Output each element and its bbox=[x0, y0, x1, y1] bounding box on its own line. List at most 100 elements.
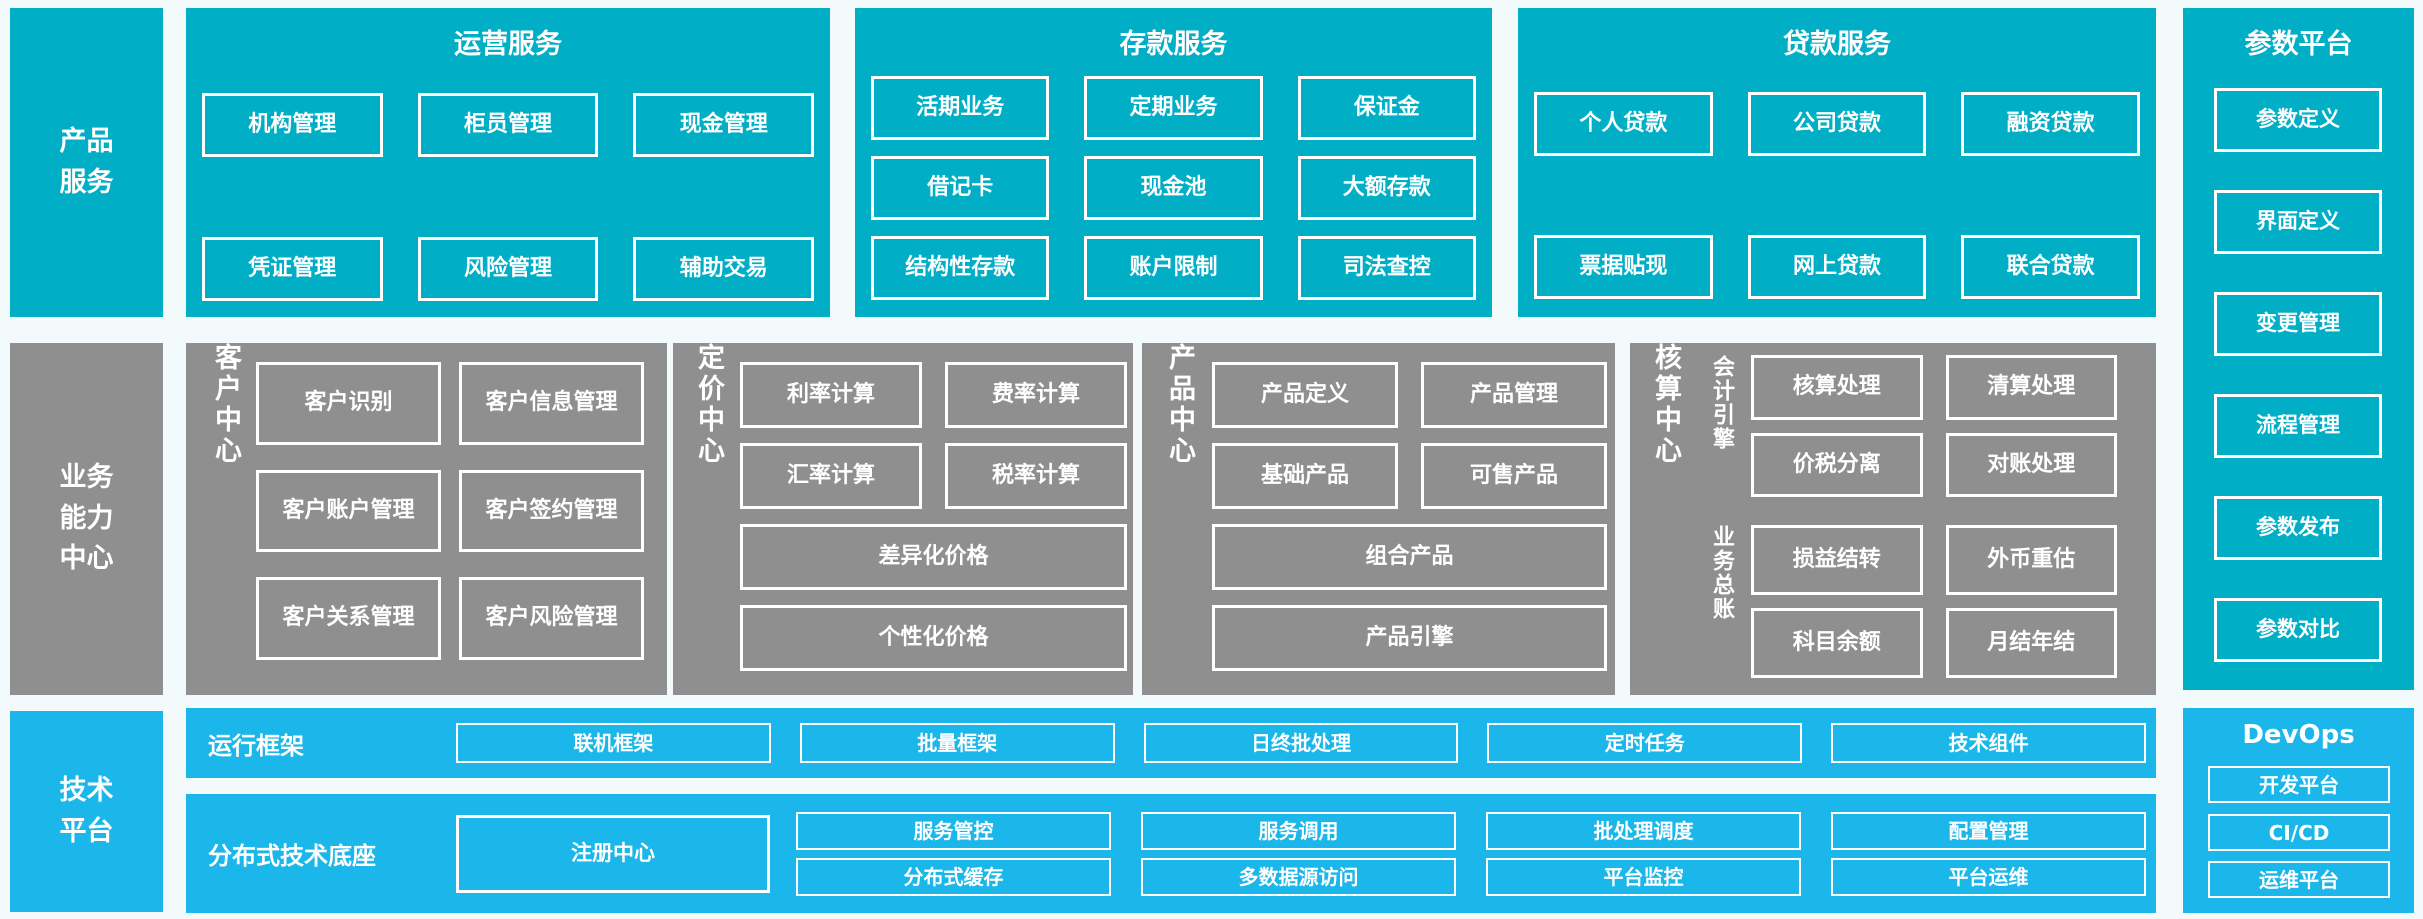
module-box: 差异化价格 bbox=[740, 524, 1127, 590]
module-box: 技术组件 bbox=[1831, 723, 2146, 763]
module-box: 客户账户管理 bbox=[256, 469, 441, 553]
module-box: 产品定义 bbox=[1212, 362, 1398, 428]
module-box: 定时任务 bbox=[1487, 723, 1803, 763]
center-label: 定价中心 bbox=[693, 343, 724, 467]
grid: 核算处理 清算处理 价税分离 对账处理 bbox=[1751, 355, 2117, 497]
module-box: 批量框架 bbox=[799, 723, 1115, 763]
module-box: 费率计算 bbox=[945, 362, 1127, 428]
module-box: 日终批处理 bbox=[1143, 723, 1459, 763]
module-box: 可售产品 bbox=[1421, 443, 1607, 509]
row: 个人贷款 公司贷款 融资贷款 bbox=[1534, 92, 2140, 156]
section-title: 贷款服务 bbox=[1783, 29, 1891, 60]
section-title: 运营服务 bbox=[454, 29, 562, 60]
accounting-group-ledger: 业务总账 损益结转 外币重估 科目余额 月结年结 bbox=[1705, 525, 2117, 678]
row: 票据贴现 网上贷款 联合贷款 bbox=[1534, 235, 2140, 299]
module-box: 借记卡 bbox=[871, 156, 1050, 220]
module-box: 基础产品 bbox=[1212, 443, 1398, 509]
module-box: 个人贷款 bbox=[1534, 92, 1713, 156]
module-box: 税率计算 bbox=[945, 443, 1127, 509]
section-title: 参数平台 bbox=[2244, 29, 2353, 60]
module-box: 融资贷款 bbox=[1961, 92, 2140, 156]
module-box: 现金池 bbox=[1084, 156, 1263, 220]
sidebar-label: 业务 能力 中心 bbox=[59, 462, 114, 575]
row: 基础产品 可售产品 bbox=[1212, 443, 1607, 509]
module-box: 定期业务 bbox=[1084, 76, 1263, 140]
section-runtime-framework: 运行框架 联机框架 批量框架 日终批处理 定时任务 技术组件 bbox=[186, 708, 2156, 778]
module-box: 客户信息管理 bbox=[459, 362, 644, 445]
module-box: 服务管控 bbox=[796, 812, 1111, 850]
grid: 服务管控 服务调用 批处理调度 配置管理 分布式缓存 多数据源访问 平台监控 平… bbox=[796, 812, 2146, 896]
sidebar-item-product-services: 产品 服务 bbox=[10, 8, 163, 317]
grid: 客户识别 客户信息管理 客户账户管理 客户签约管理 客户关系管理 客户风险管理 bbox=[256, 362, 644, 660]
section-operations-services: 运营服务 机构管理 柜员管理 现金管理 凭证管理 风险管理 辅助交易 bbox=[186, 8, 830, 317]
row: 产品定义 产品管理 bbox=[1212, 362, 1607, 428]
module-box: 客户关系管理 bbox=[256, 577, 441, 660]
sidebar-label: 技术 平台 bbox=[59, 775, 114, 847]
module-box: 变更管理 bbox=[2214, 292, 2382, 356]
module-box: 现金管理 bbox=[633, 93, 814, 157]
module-box: 外币重估 bbox=[1945, 525, 2117, 595]
module-box: 价税分离 bbox=[1751, 432, 1923, 497]
module-box: 对账处理 bbox=[1945, 432, 2117, 497]
center-label: 核算中心 bbox=[1650, 343, 1681, 467]
section-accounting-center: 核算中心 会计引擎 核算处理 清算处理 价税分离 对账处理 业务总账 损益结转 … bbox=[1630, 343, 2156, 695]
module-box: 平台监控 bbox=[1486, 858, 1801, 896]
module-box: 平台运维 bbox=[1831, 858, 2146, 896]
sidebar-item-business-capability-center: 业务 能力 中心 bbox=[10, 343, 163, 695]
module-box: 机构管理 bbox=[202, 93, 383, 157]
module-box: 公司贷款 bbox=[1747, 92, 1927, 156]
stack: 产品定义 产品管理 基础产品 可售产品 组合产品 产品引擎 bbox=[1212, 362, 1607, 671]
row: 凭证管理 风险管理 辅助交易 bbox=[202, 237, 814, 301]
module-box: 客户风险管理 bbox=[459, 577, 644, 660]
module-box: 活期业务 bbox=[871, 76, 1050, 140]
module-box: 界面定义 bbox=[2214, 190, 2382, 254]
module-box: 批处理调度 bbox=[1486, 812, 1801, 850]
module-box: 汇率计算 bbox=[740, 443, 922, 509]
section-loan-services: 贷款服务 个人贷款 公司贷款 融资贷款 票据贴现 网上贷款 联合贷款 bbox=[1518, 8, 2156, 317]
module-box: 联机框架 bbox=[456, 723, 771, 763]
section-product-center: 产品中心 产品定义 产品管理 基础产品 可售产品 组合产品 产品引擎 bbox=[1142, 343, 1615, 695]
module-box: 票据贴现 bbox=[1534, 235, 1713, 299]
module-box: 损益结转 bbox=[1751, 525, 1923, 595]
accounting-group-engine: 会计引擎 核算处理 清算处理 价税分离 对账处理 bbox=[1705, 355, 2117, 497]
module-box: 配置管理 bbox=[1831, 812, 2146, 850]
section-pricing-center: 定价中心 利率计算 费率计算 汇率计算 税率计算 差异化价格 个性化价格 bbox=[673, 343, 1133, 695]
module-box: 司法查控 bbox=[1297, 236, 1476, 300]
section-customer-center: 客户中心 客户识别 客户信息管理 客户账户管理 客户签约管理 客户关系管理 客户… bbox=[186, 343, 667, 695]
module-box: 客户识别 bbox=[256, 362, 441, 445]
center-label: 客户中心 bbox=[210, 343, 241, 467]
section-title: 存款服务 bbox=[1119, 29, 1228, 60]
center-label: 产品中心 bbox=[1164, 343, 1195, 467]
module-box: 运维平台 bbox=[2208, 861, 2390, 898]
section-deposit-services: 存款服务 活期业务 定期业务 保证金 借记卡 现金池 大额存款 结构性存款 账户… bbox=[855, 8, 1492, 317]
module-box: 分布式缓存 bbox=[796, 858, 1111, 896]
row: 结构性存款 账户限制 司法查控 bbox=[871, 236, 1476, 300]
module-box: 网上贷款 bbox=[1747, 235, 1927, 299]
module-box: 大额存款 bbox=[1297, 156, 1476, 220]
module-box: 注册中心 bbox=[456, 815, 770, 893]
module-box: 个性化价格 bbox=[740, 605, 1127, 671]
module-box: 服务调用 bbox=[1141, 812, 1456, 850]
module-box: 账户限制 bbox=[1084, 236, 1263, 300]
module-box: 产品管理 bbox=[1421, 362, 1607, 428]
module-box: 参数对比 bbox=[2214, 598, 2382, 662]
row: 汇率计算 税率计算 bbox=[740, 443, 1127, 509]
module-box: 清算处理 bbox=[1945, 355, 2117, 420]
module-box: 风险管理 bbox=[417, 237, 599, 301]
module-box: 组合产品 bbox=[1212, 524, 1607, 590]
module-box: 月结年结 bbox=[1945, 608, 2117, 678]
module-box: 科目余额 bbox=[1751, 608, 1923, 678]
module-box: 凭证管理 bbox=[202, 237, 383, 301]
row: 机构管理 柜员管理 现金管理 bbox=[202, 93, 814, 157]
module-box: 辅助交易 bbox=[633, 237, 814, 301]
grid: 损益结转 外币重估 科目余额 月结年结 bbox=[1751, 525, 2117, 678]
bar-label: 分布式技术底座 bbox=[208, 842, 376, 870]
module-box: 柜员管理 bbox=[417, 93, 599, 157]
module-box: 保证金 bbox=[1297, 76, 1476, 140]
bar-label: 运行框架 bbox=[208, 731, 304, 760]
module-box: 开发平台 bbox=[2208, 766, 2390, 803]
group-label: 业务总账 bbox=[1709, 525, 1734, 621]
sidebar-item-tech-platform: 技术 平台 bbox=[10, 711, 163, 912]
module-box: 核算处理 bbox=[1751, 355, 1923, 420]
